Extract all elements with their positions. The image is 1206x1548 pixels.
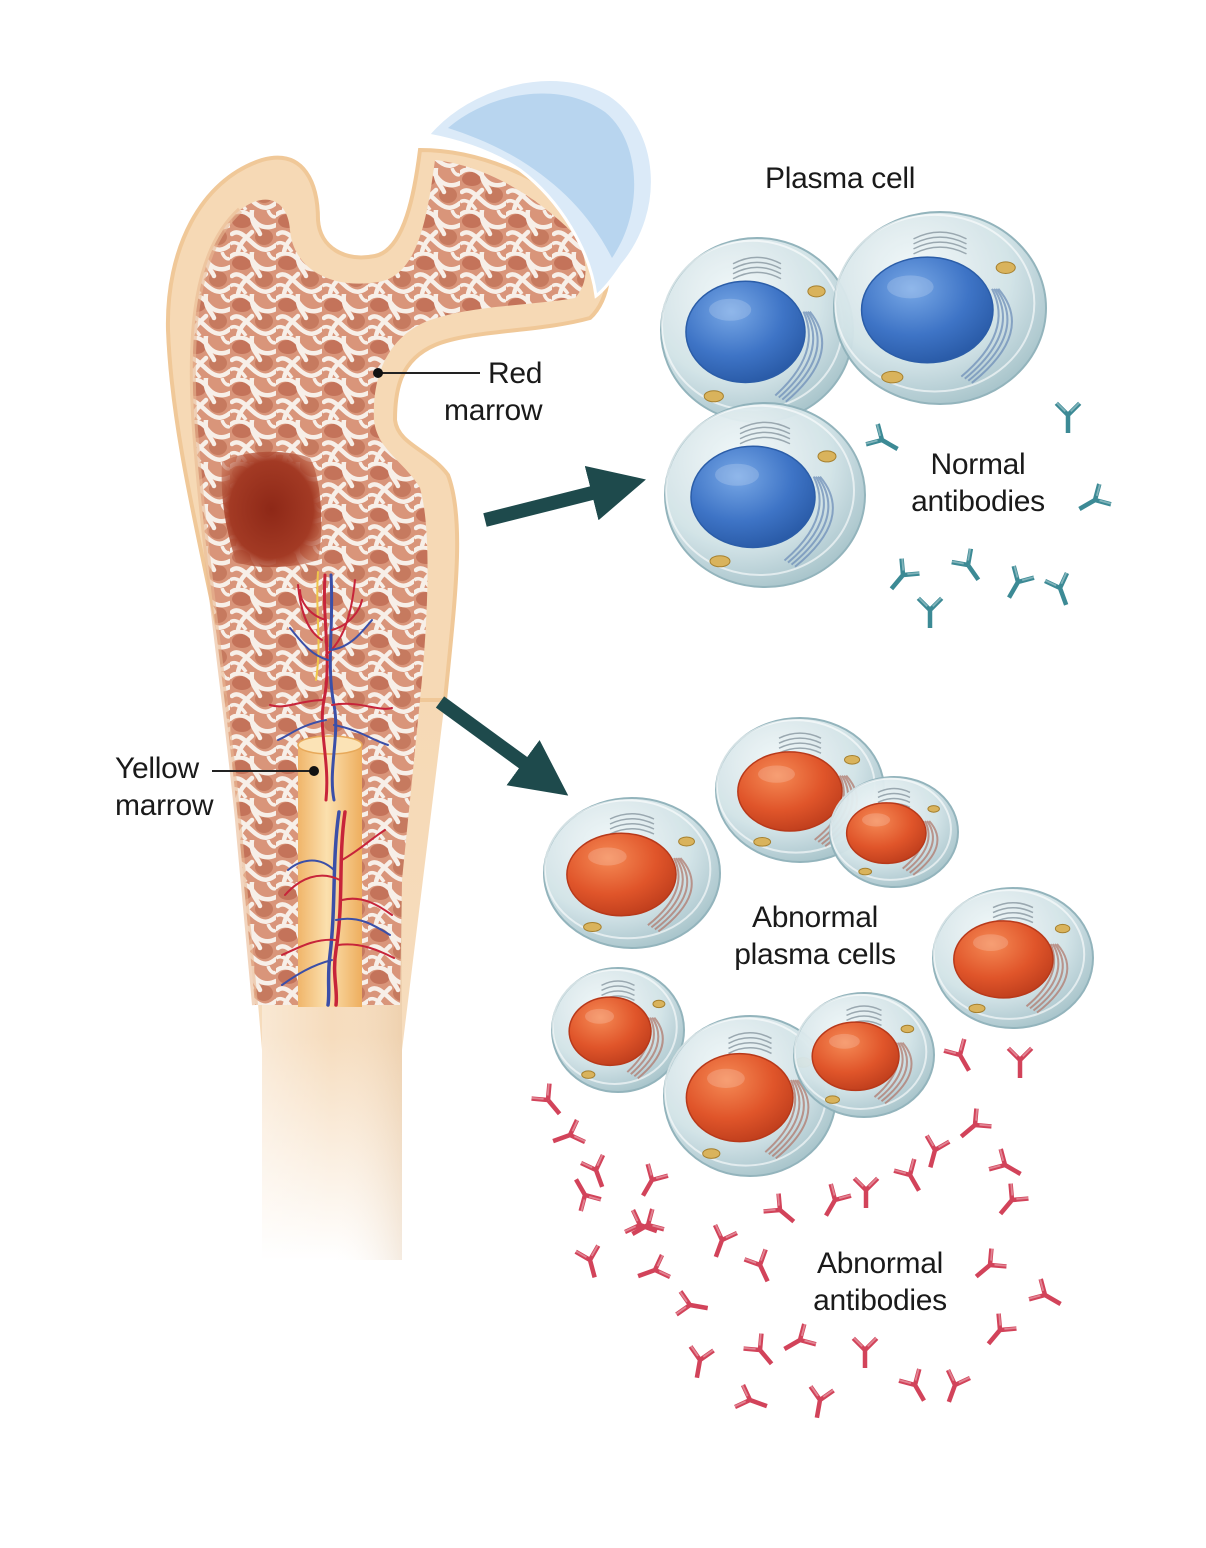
cell-nucleus (953, 920, 1054, 999)
abnormal-antibody (685, 1346, 713, 1380)
cell-nucleus (568, 996, 652, 1067)
normal-antibody (882, 558, 920, 596)
abnormal-antibody (944, 1038, 980, 1076)
normal-antibody (999, 565, 1035, 603)
abnormal-antibody (991, 1183, 1029, 1221)
abnormal-plasma-cell (829, 776, 959, 888)
abnormal-antibody (816, 1183, 852, 1221)
abnormal-plasma-cell (663, 1015, 837, 1177)
abnormal-antibody (988, 1149, 1026, 1185)
abnormal-antibody (763, 1193, 801, 1231)
abnormal-antibody (705, 1224, 737, 1261)
abnormal-antibody (919, 1135, 950, 1171)
abnormal-plasma-cell (793, 992, 935, 1118)
label-abnormal-antibodies: Abnormal antibodies (813, 1247, 947, 1317)
normal-antibody (951, 548, 988, 586)
normal-antibody (1045, 572, 1077, 609)
abnormal-antibody (744, 1249, 778, 1287)
blood-vessels (269, 571, 395, 1007)
cell-nucleus (566, 832, 677, 917)
label-plasma-cell: Plasma cell (765, 162, 916, 195)
abnormal-plasma-cell (551, 967, 685, 1093)
normal-plasma-cells (660, 211, 1047, 588)
normal-plasma-cell (660, 237, 854, 423)
abnormal-plasma-cells (543, 717, 1094, 1177)
abnormal-antibody (575, 1245, 606, 1281)
abnormal-antibody (676, 1291, 710, 1319)
abnormal-antibody (894, 1158, 930, 1196)
abnormal-antibody (734, 1385, 771, 1417)
label-yellow-marrow: Yellow marrow (115, 752, 214, 822)
normal-plasma-cell (664, 402, 866, 588)
abnormal-antibody (549, 1120, 586, 1152)
abnormal-antibody (854, 1177, 877, 1208)
abnormal-antibody (1008, 1047, 1031, 1078)
abnormal-antibody (531, 1083, 569, 1121)
cell-nucleus (811, 1021, 900, 1092)
femur-bone (165, 78, 654, 1260)
myeloma-lesion (221, 451, 322, 568)
cell-nucleus (737, 751, 843, 832)
abnormal-antibody (938, 1369, 970, 1406)
abnormal-antibody (954, 1108, 992, 1146)
pathway-arrows (435, 465, 646, 796)
label-abnormal-plasma-cells: Abnormal plasma cells (734, 901, 896, 971)
abnormal-antibody (743, 1333, 781, 1371)
abnormal-antibody (899, 1368, 935, 1406)
abnormal-antibody (969, 1248, 1007, 1286)
abnormal-antibody (633, 1163, 669, 1201)
label-normal-antibodies: Normal antibodies (911, 448, 1045, 518)
cell-nucleus (690, 445, 816, 549)
normal-antibody (918, 597, 941, 628)
normal-antibody (1074, 484, 1112, 520)
cell-nucleus (685, 1052, 794, 1143)
abnormal-antibody (805, 1386, 833, 1420)
abnormal-plasma-cell (543, 797, 721, 949)
leader-lines (212, 368, 480, 776)
abnormal-antibody (979, 1313, 1017, 1351)
abnormal-antibody (779, 1324, 817, 1360)
spongy-bone (192, 160, 586, 1005)
arrow-to-abnormal (435, 696, 569, 796)
cell-nucleus (685, 280, 806, 384)
arrow-to-normal (483, 465, 646, 527)
abnormal-antibody (853, 1337, 876, 1368)
abnormal-plasma-cell (932, 887, 1094, 1029)
abnormal-antibody (1028, 1279, 1066, 1315)
cell-nucleus (860, 256, 994, 364)
cell-nucleus (845, 802, 927, 865)
abnormal-antibody (566, 1174, 602, 1212)
normal-plasma-cell (833, 211, 1047, 405)
normal-antibody (1056, 402, 1079, 433)
abnormal-antibody (634, 1255, 671, 1287)
abnormal-antibody (581, 1154, 613, 1191)
label-red-marrow: Red marrow (444, 357, 543, 427)
